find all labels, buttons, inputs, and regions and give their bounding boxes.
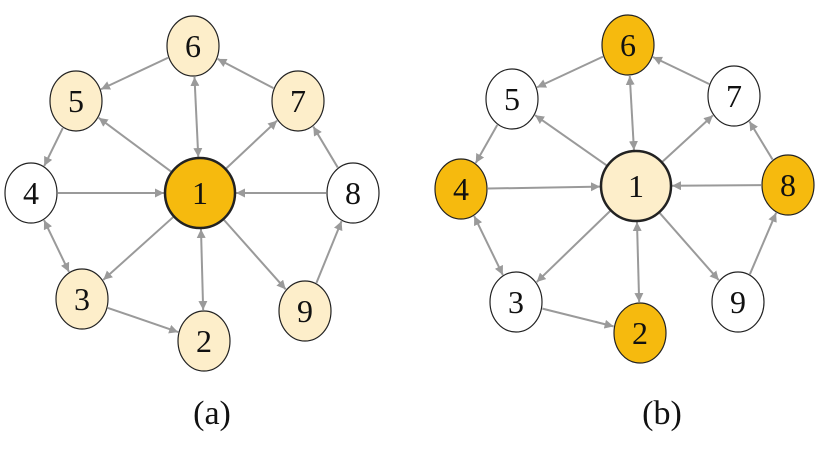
panel-b-edge-5-4 (474, 124, 499, 164)
panel-a-caption: (a) (193, 395, 231, 432)
panel-a-edge-6-5 (100, 56, 169, 91)
panel-a-node-1-label: 1 (192, 175, 208, 211)
panel-a-node-5-label: 5 (68, 83, 84, 119)
panel-a-node-5-circle (49, 70, 103, 132)
panel-b-node-8-label: 8 (780, 167, 796, 203)
panel-a-edge-1-7 (225, 119, 278, 170)
panel-a-node-4-label: 4 (23, 175, 39, 211)
panel-a-edges (43, 56, 343, 334)
panel-a-edge-7-6 (217, 57, 274, 90)
panel-a-nodes: 1 2 3 4 5 6 7 8 9 (4, 15, 380, 372)
panel-a-edge-1-2 (196, 228, 208, 311)
panel-a-node-6-label: 6 (185, 28, 201, 64)
panel-a: 1 2 3 4 5 6 7 8 9 (a) (4, 15, 380, 432)
panel-b-node-7-label: 7 (726, 78, 742, 114)
panel-b-node-2-label: 2 (632, 315, 648, 351)
panel-a-node-8-circle (326, 162, 380, 224)
panel-a-node-1: 1 (163, 156, 237, 230)
panel-b-edge-8-7 (748, 120, 774, 161)
panel-b-node-1: 1 (599, 149, 673, 223)
panel-b-node-9-circle (711, 271, 765, 333)
panel-b-node-6-circle (601, 14, 655, 76)
panel-a-edge-1-6 (190, 76, 203, 158)
panel-a-node-8-label: 8 (345, 175, 361, 211)
panel-b-node-4-label: 4 (453, 171, 469, 207)
panel-b-node-3-label: 3 (508, 284, 524, 320)
panel-b-node-4-circle (434, 158, 488, 220)
panel-b-node-1-label: 1 (628, 168, 644, 204)
panel-a-node-3-label: 3 (74, 281, 90, 317)
panel-a-edge-5-4 (43, 127, 64, 167)
panel-b-edge-4-1 (487, 182, 601, 192)
panel-b-node-5-label: 5 (504, 81, 520, 117)
panel-b-edge-4-3 (473, 215, 504, 276)
panel-b-node-4: 4 (434, 158, 488, 220)
panel-a-node-7-circle (271, 70, 325, 132)
panel-b-node-7: 7 (707, 65, 761, 127)
panel-a-node-2: 2 (177, 310, 231, 372)
panel-b-node-5: 5 (485, 68, 539, 130)
panel-a-node-5: 5 (49, 70, 103, 132)
panel-b-node-8-circle (761, 154, 815, 216)
panel-b-edge-1-3 (535, 210, 611, 283)
panel-b-node-2: 2 (613, 302, 667, 364)
panel-b-edge-1-2 (632, 221, 644, 303)
panel-a-edge-4-3 (43, 219, 70, 273)
panel-a-node-8: 8 (326, 162, 380, 224)
panel-a-node-7-label: 7 (290, 83, 306, 119)
panel-a-edge-9-8 (315, 220, 343, 284)
panel-a-node-3: 3 (55, 268, 109, 330)
panel-b-node-9-label: 9 (730, 284, 746, 320)
panel-b-node-8: 8 (761, 154, 815, 216)
panel-b-edge-7-6 (652, 56, 710, 85)
panel-b-nodes: 1 2 3 4 5 6 7 8 9 (434, 14, 815, 364)
panel-b-node-6: 6 (601, 14, 655, 76)
panel-a-node-9-label: 9 (297, 293, 313, 329)
panel-a-node-3-circle (55, 268, 109, 330)
panel-b-node-6-label: 6 (620, 27, 636, 63)
panel-a-node-4-circle (4, 162, 58, 224)
panel-a-node-9-circle (278, 280, 332, 342)
panel-b-edge-9-8 (748, 212, 778, 275)
panel-a-node-1-circle (163, 156, 237, 230)
panel-a-edge-1-9 (223, 219, 287, 290)
panel-a-node-2-circle (177, 310, 231, 372)
panel-b-node-3-circle (489, 271, 543, 333)
panel-a-node-4: 4 (4, 162, 58, 224)
panel-b-edge-1-9 (659, 212, 720, 281)
panel-a-edge-1-3 (102, 216, 174, 281)
panel-a-edge-3-2 (107, 306, 179, 334)
panel-b-edge-6-5 (536, 55, 604, 89)
panel-a-node-9: 9 (278, 280, 332, 342)
panel-b-node-5-circle (485, 68, 539, 130)
panel-b-node-7-circle (707, 65, 761, 127)
panel-a-node-2-label: 2 (196, 323, 212, 359)
panel-b-node-3: 3 (489, 271, 543, 333)
panel-b-node-2-circle (613, 302, 667, 364)
panel-b-edge-1-6 (625, 75, 638, 151)
panel-a-node-7: 7 (271, 70, 325, 132)
panel-b-edge-3-2 (542, 307, 614, 329)
panel-a-node-6: 6 (166, 15, 220, 77)
panel-b-caption: (b) (642, 395, 682, 432)
panel-a-edge-1-5 (98, 117, 172, 173)
panel-b-edge-8-1 (671, 181, 762, 191)
panel-b: 1 2 3 4 5 6 7 8 9 (b) (434, 14, 815, 432)
panel-b-edges (473, 55, 778, 329)
panel-b-edge-1-7 (661, 114, 714, 163)
panel-b-node-1-circle (599, 149, 673, 223)
panel-b-edge-1-5 (534, 114, 608, 167)
panel-b-node-9: 9 (711, 271, 765, 333)
panel-a-node-6-circle (166, 15, 220, 77)
panel-a-edge-8-7 (312, 126, 339, 168)
